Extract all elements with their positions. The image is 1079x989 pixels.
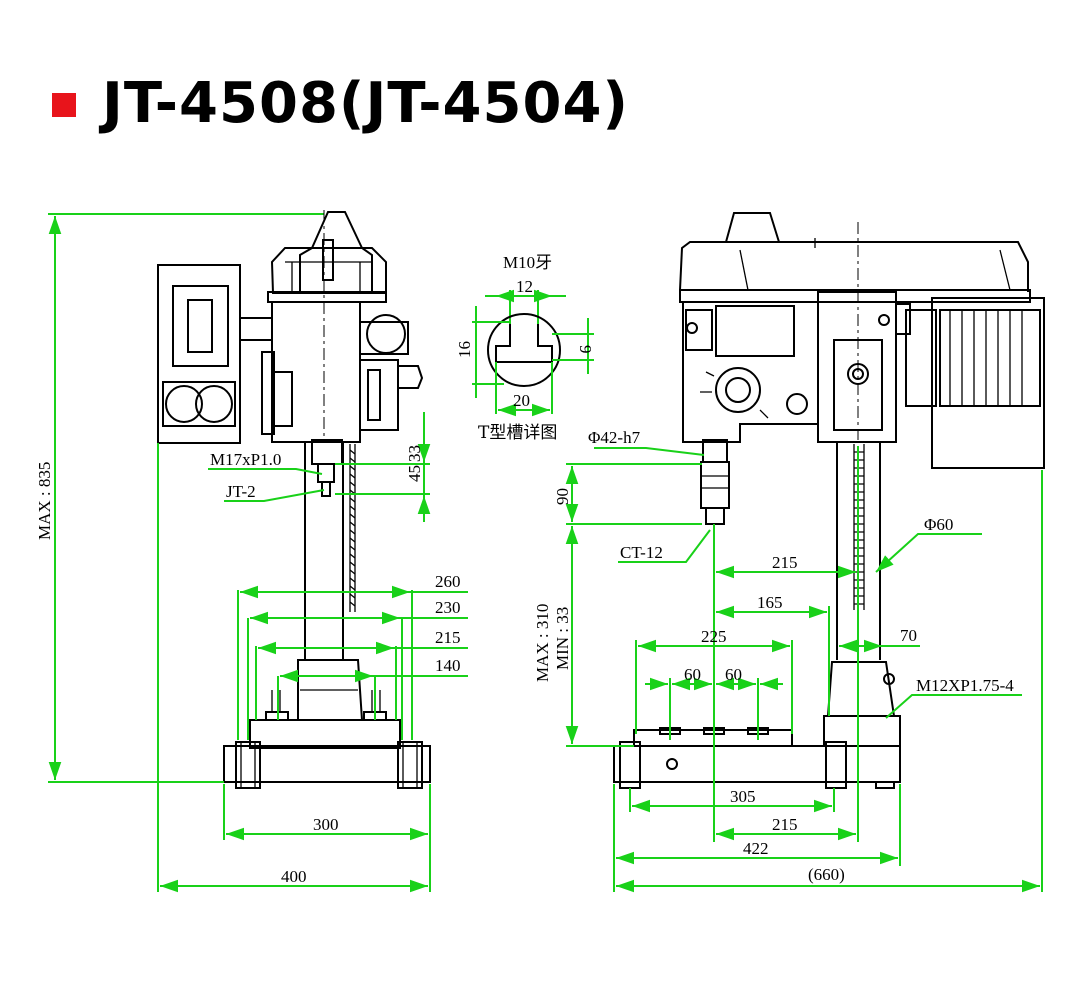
page-title: JT-4508(JT-4504) xyxy=(102,70,629,136)
right-view-dimensions: Φ42-h7 90 CT-12 MAX : 310 MIN : 33 215 1… xyxy=(533,428,1043,893)
height-max-label: MAX : 835 xyxy=(35,462,54,540)
slot-height-right-label: 9 xyxy=(576,345,595,354)
slot-thread-label: M10牙 xyxy=(503,253,552,272)
slot-height-left-label: 16 xyxy=(455,341,474,358)
dim-70-label: 70 xyxy=(900,626,917,645)
dim-305-label: 305 xyxy=(730,787,756,806)
dim-33-label: 33 xyxy=(405,445,424,462)
column-diameter-label: Φ60 xyxy=(924,515,953,534)
tap-holder-label: JT-2 xyxy=(226,482,256,501)
dim-230-label: 230 xyxy=(435,598,461,617)
t-slot-detail: M10牙 12 16 9 20 T型槽详图 xyxy=(455,253,595,443)
dim-300-label: 300 xyxy=(313,815,339,834)
dim-660-label: (660) xyxy=(808,865,845,884)
dim-165-label: 165 xyxy=(757,593,783,612)
title-block: JT-4508(JT-4504) xyxy=(52,68,629,138)
dim-60a-label: 60 xyxy=(684,665,701,684)
dim-60b-label: 60 xyxy=(725,665,742,684)
dim-215-top-label: 215 xyxy=(772,553,798,572)
dim-225-label: 225 xyxy=(701,627,727,646)
title-bullet-icon xyxy=(52,93,76,117)
dim-215-bottom-label: 215 xyxy=(772,815,798,834)
left-view-dimensions: MAX : 835 M17xP1.0 JT-2 45 33 260 230 21… xyxy=(35,213,468,893)
min-travel-label: MIN : 33 xyxy=(553,607,572,670)
left-view-machine xyxy=(157,211,431,789)
dim-90-label: 90 xyxy=(553,488,572,505)
dim-45-label: 45 xyxy=(405,465,424,482)
slot-caption: T型槽详图 xyxy=(478,423,557,443)
dim-260-label: 260 xyxy=(435,572,461,591)
bolt-label: M12XP1.75-4 xyxy=(916,676,1014,695)
dim-400-label: 400 xyxy=(281,867,307,886)
shaft-label: Φ42-h7 xyxy=(588,428,641,447)
dim-140-label: 140 xyxy=(435,656,461,675)
chuck-label: CT-12 xyxy=(620,543,663,562)
max-travel-label: MAX : 310 xyxy=(533,604,552,682)
dim-215-label: 215 xyxy=(435,628,461,647)
spindle-thread-label: M17xP1.0 xyxy=(210,450,281,469)
dim-422-label: 422 xyxy=(743,839,769,858)
slot-width-top-label: 12 xyxy=(516,277,533,296)
slot-width-bottom-label: 20 xyxy=(513,391,530,410)
